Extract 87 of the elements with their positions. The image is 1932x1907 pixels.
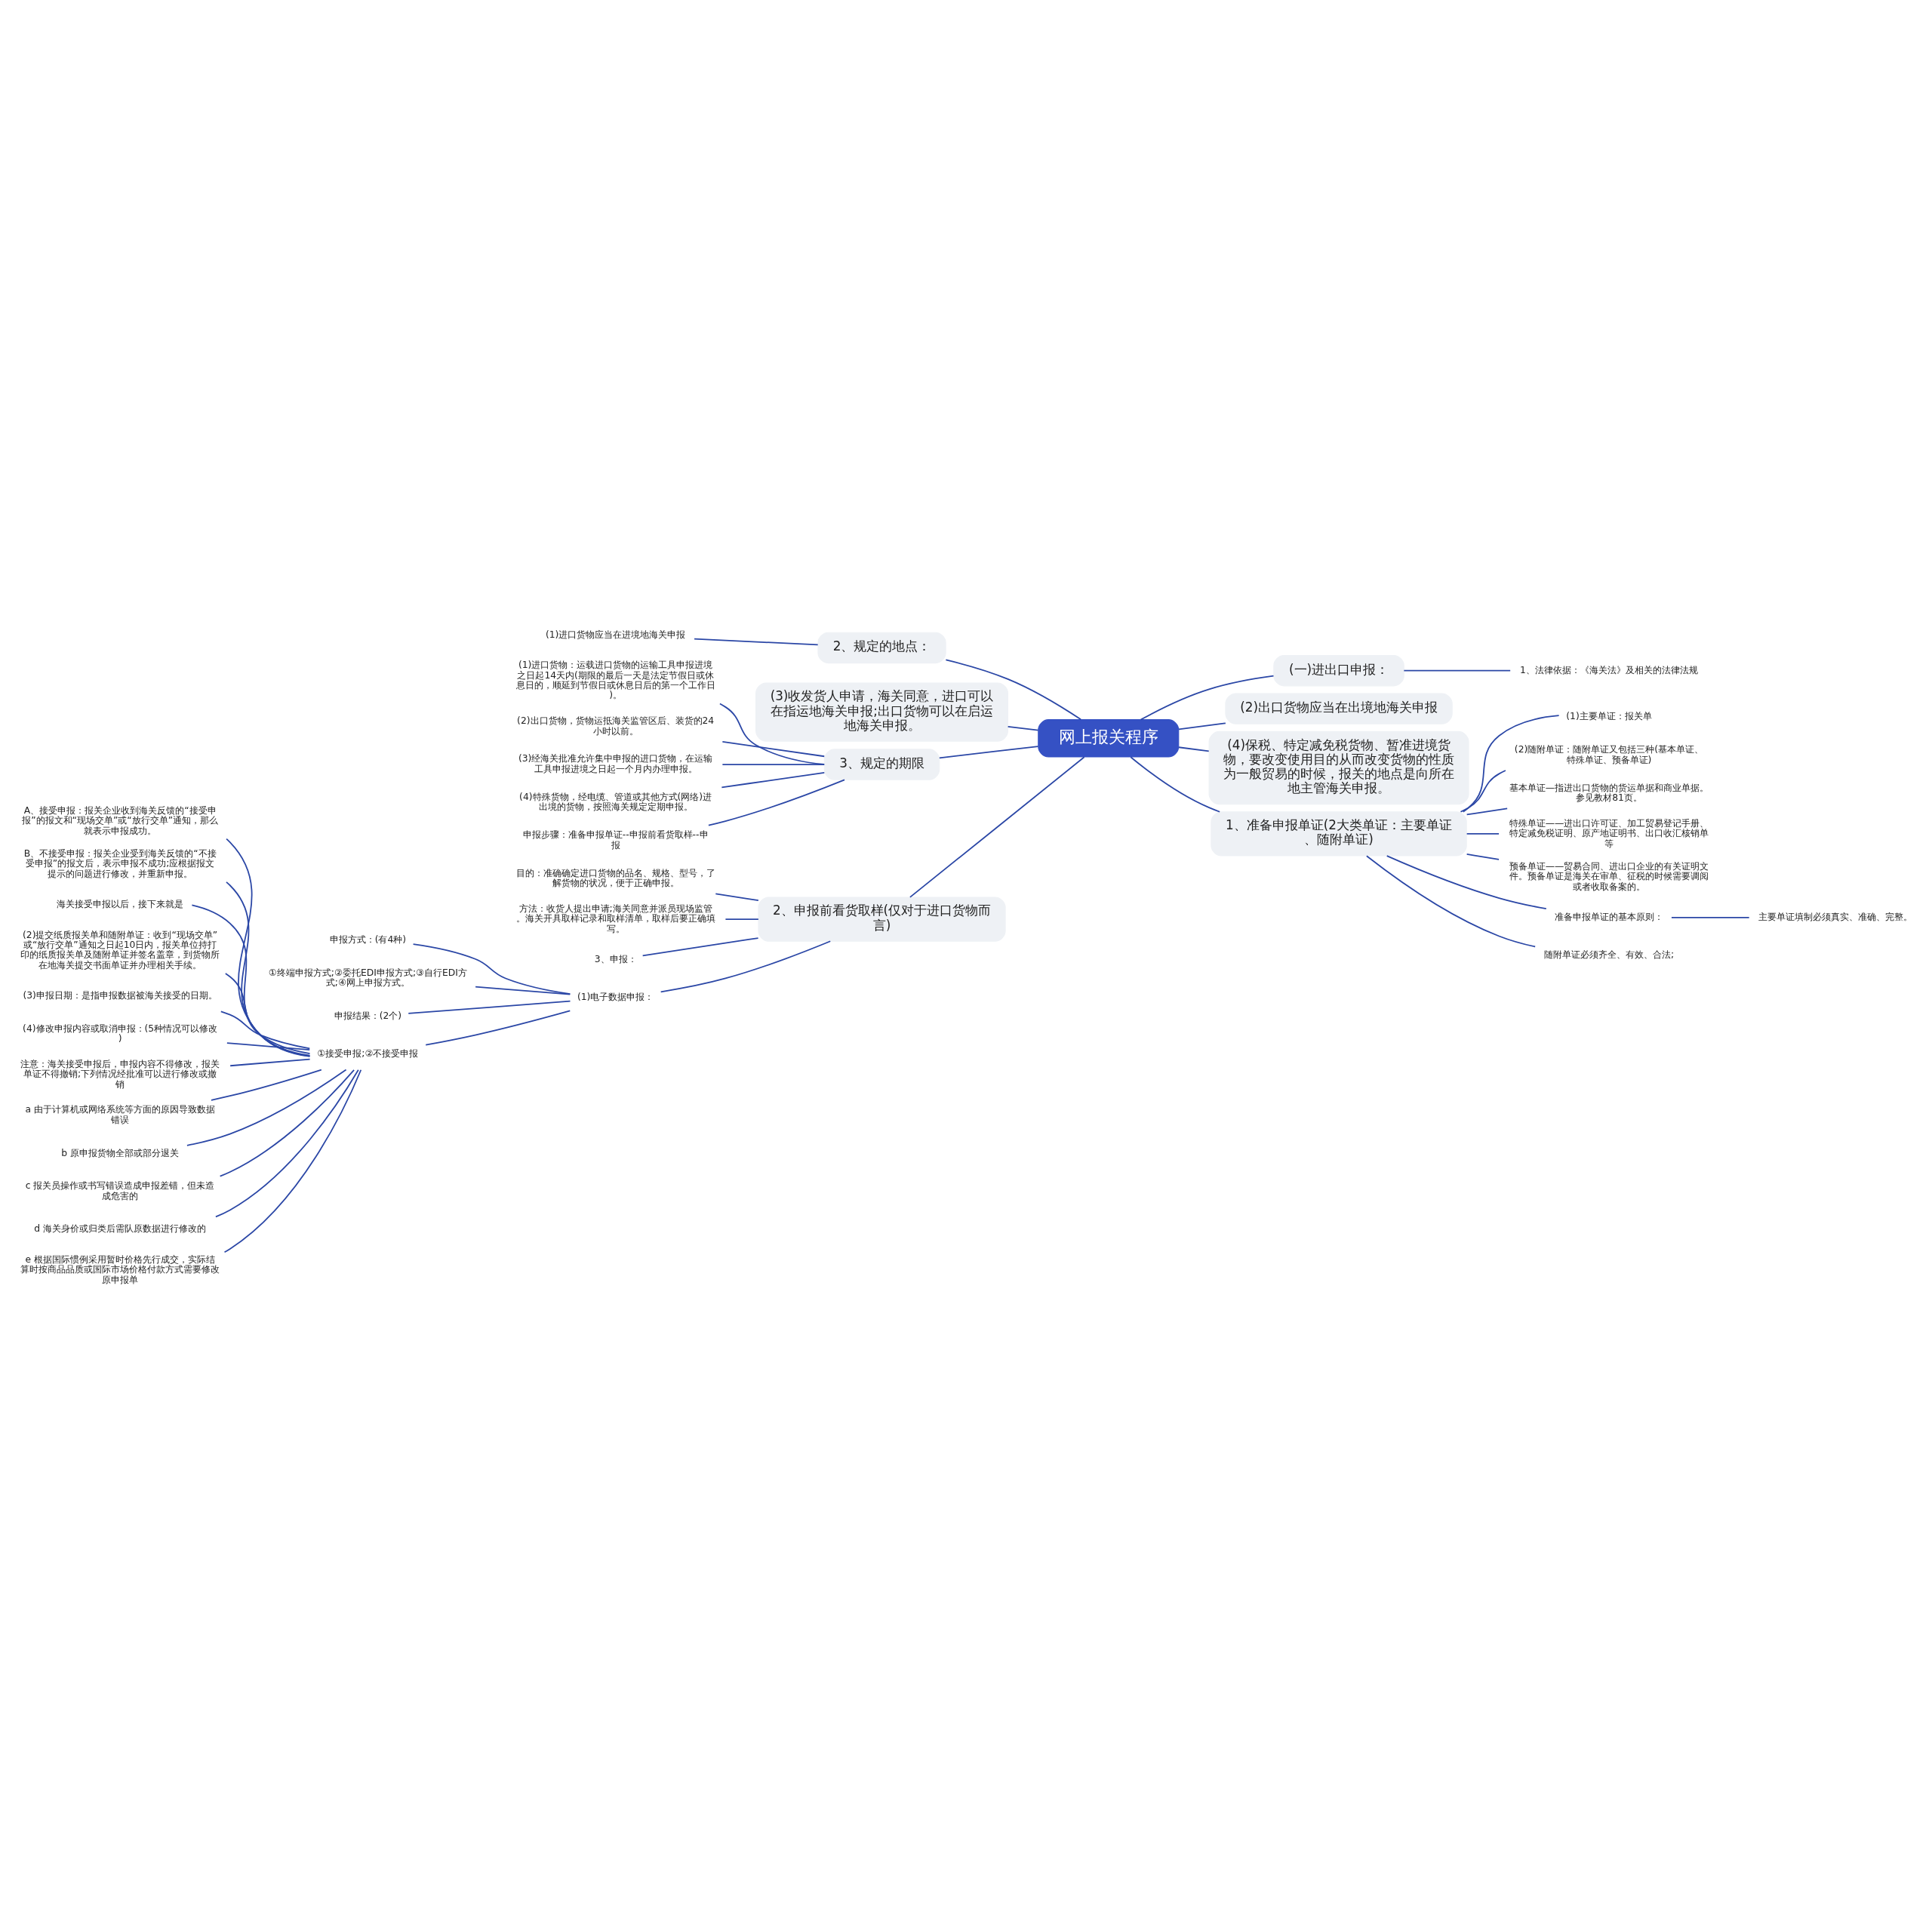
connector (1466, 853, 1500, 860)
node-box: 1、准备申报单证(2大类单证：主要单证、随附单证) (1211, 810, 1467, 857)
connector (215, 1069, 359, 1217)
node-text: a 由于计算机或网络系统等方面的原因导致数据错误 (25, 1103, 215, 1125)
node-text: 申报结果：(2个) (334, 1010, 402, 1021)
node-text: ①接受申报;②不接受申报 (317, 1047, 419, 1059)
node-text: 随附单证必须齐全、有效、合法; (1543, 949, 1675, 960)
node-text: 申报方式：(有4种) (329, 934, 407, 945)
connector (641, 937, 759, 956)
node-text: (4)特殊货物，经电缆、管道或其他方式(网络)进出境的货物，按照海关规定定期申报。 (519, 791, 712, 812)
node-text: e 根据国际惯例采用暂时价格先行成交，实际结算时按商品品质或国际市场价格付款方式需要修改原申报单 (20, 1253, 220, 1285)
connector (724, 918, 759, 920)
connector (721, 771, 826, 788)
connector (220, 1010, 311, 1049)
node-text: d 海关身价或归类后需队原数据进行修改的 (34, 1223, 207, 1234)
connector (1466, 807, 1509, 815)
connector (412, 943, 571, 995)
node-text: ①终端申报方式;②委托EDI申报方式;③自行EDI方式;④网上申报方式。 (268, 967, 467, 988)
node-text: 基本单证—指进出口货物的货运单据和商业单据。参见教材81页。 (1509, 782, 1709, 803)
node-text: (1)电子数据申报： (577, 991, 654, 1002)
node-box: 2、规定的地点： (817, 632, 946, 663)
node-box: (3)收发货人申请，海关同意，进口可以在指运地海关申报;出口货物可以在启运地海关申报。 (755, 681, 1008, 742)
node-text: 主要单证填制必须真实、准确、完整。 (1758, 911, 1913, 922)
node-text: (2)出口货物，货物运抵海关监管区后、装货的24小时以前。 (517, 715, 715, 736)
connector (1007, 725, 1039, 731)
connector (660, 940, 832, 992)
connector (425, 1009, 571, 1046)
node-text: 预备单证——贸易合同、进出口企业的有关证明文件。预备单证是海关在审单、征税的时候需要调阅或者收取备案的。 (1509, 860, 1709, 892)
connector (226, 838, 311, 1057)
node-text: b 原申报货物全部或部分退关 (61, 1147, 180, 1158)
node-box: 2、申报前看货取样(仅对于进口货物而言) (758, 896, 1006, 942)
connector (721, 740, 826, 757)
node-text: (4)修改申报内容或取消申报：(5种情况可以修改) (23, 1023, 218, 1044)
node-text: c 报关员操作或书写错误造成申报差错，但未造成危害的 (25, 1180, 215, 1201)
connector (224, 972, 311, 1054)
node-text: 特殊单证——进出口许可证、加工贸易登记手册、特定减免税证明、原产地证明书、出口收汇核销单等 (1509, 817, 1709, 848)
connector (721, 763, 826, 765)
connector (1130, 755, 1221, 813)
connector (211, 1069, 322, 1101)
connector (1178, 722, 1226, 730)
connector (1462, 714, 1560, 813)
connector (1466, 832, 1500, 835)
connector (938, 745, 1039, 758)
node-text: B、不接受申报：报关企业受到海关反馈的“不接受申报”的报文后，表示申报不成功;应根据报文提示的问题进行修改，并重新申报。 (23, 847, 217, 879)
node-box: (4)保税、特定减免税货物、暂准进境货物，要改变使用目的从而改变货物的性质为一般贸易的时候，报关的地点是向所在地主管海关申报。 (1208, 731, 1469, 804)
connector (475, 986, 571, 995)
connector (186, 1069, 347, 1146)
node-text: 3、申报： (594, 953, 637, 964)
connector (191, 904, 311, 1057)
node-box: 3、规定的期限 (823, 748, 940, 780)
connector (1178, 746, 1210, 752)
connector (1386, 854, 1547, 909)
node-box: (2)出口货物应当在出境地海关申报 (1225, 692, 1453, 724)
node-box: 网上报关程序 (1038, 718, 1180, 758)
node-text: A、接受申报：报关企业收到海关反馈的“接受申报”的报文和“现场交单”或“放行交单”通知，那么就表示申报成功。 (22, 804, 219, 836)
connector (1403, 669, 1512, 672)
connector (219, 1069, 355, 1177)
node-text: 目的：准确确定进口货物的品名、规格、型号，了解货物的状况，便于正确申报。 (515, 867, 715, 888)
node-text: 海关接受申报以后，接下来就是 (57, 898, 184, 909)
connector (1460, 769, 1506, 813)
node-text: (1)主要单证：报关单 (1566, 710, 1652, 721)
connector (1671, 916, 1750, 918)
node-text: (2)随附单证：随附单证又包括三种(基本单证、特殊单证、预备单证) (1514, 743, 1704, 765)
connector (708, 778, 845, 826)
node-text: 注意：海关接受申报后，申报内容不得修改，报关单证不得撤销;下列情况经批准可以进行修改或撤销 (20, 1058, 220, 1090)
connector (1140, 675, 1275, 720)
node-text: (3)申报日期：是指申报数据被海关接受的日期。 (23, 989, 217, 1001)
connector (223, 1069, 362, 1253)
node-text: (2)提交纸质报关单和随附单证：收到“现场交单”或“放行交单”通知之日起10日内，报关单位持打印的纸质报关单及随附单证并签名盖章，到货物所在地海关提交书面单证并办理相关手续。 (20, 928, 220, 970)
connector (719, 703, 825, 765)
connector (229, 1058, 311, 1066)
node-text: (1)进口货物应当在进境地海关申报 (545, 629, 686, 640)
connector (226, 1041, 311, 1050)
connector (715, 893, 759, 901)
node-text: (1)进口货物：运载进口货物的运输工具申报进境之日起14天内(期限的最后一天是法定节假日或休息日的，顺延到节假日或休息日后的第一个工作日)。 (515, 659, 715, 700)
node-text: 方法：收货人提出申请;海关同意并派员现场监管。海关开具取样记录和取样清单，取样后要正确填写。 (515, 903, 715, 934)
connector (945, 659, 1081, 720)
node-text: (3)经海关批准允许集中申报的进口货物，在运输工具申报进境之日起一个月内办理申报。 (518, 752, 713, 774)
connector (694, 638, 819, 645)
node-text: 准备申报单证的基本原则： (1554, 911, 1663, 922)
connector (226, 881, 311, 1057)
node-text: 申报步骤：准备申报单证--申报前看货取样--申报 (522, 829, 709, 850)
connector (1366, 854, 1537, 947)
connector (408, 1000, 571, 1014)
node-box: (一)进出口申报： (1273, 654, 1404, 686)
node-text: 1、法律依据：《海关法》及相关的法律法规 (1520, 664, 1698, 675)
connector (909, 755, 1085, 898)
